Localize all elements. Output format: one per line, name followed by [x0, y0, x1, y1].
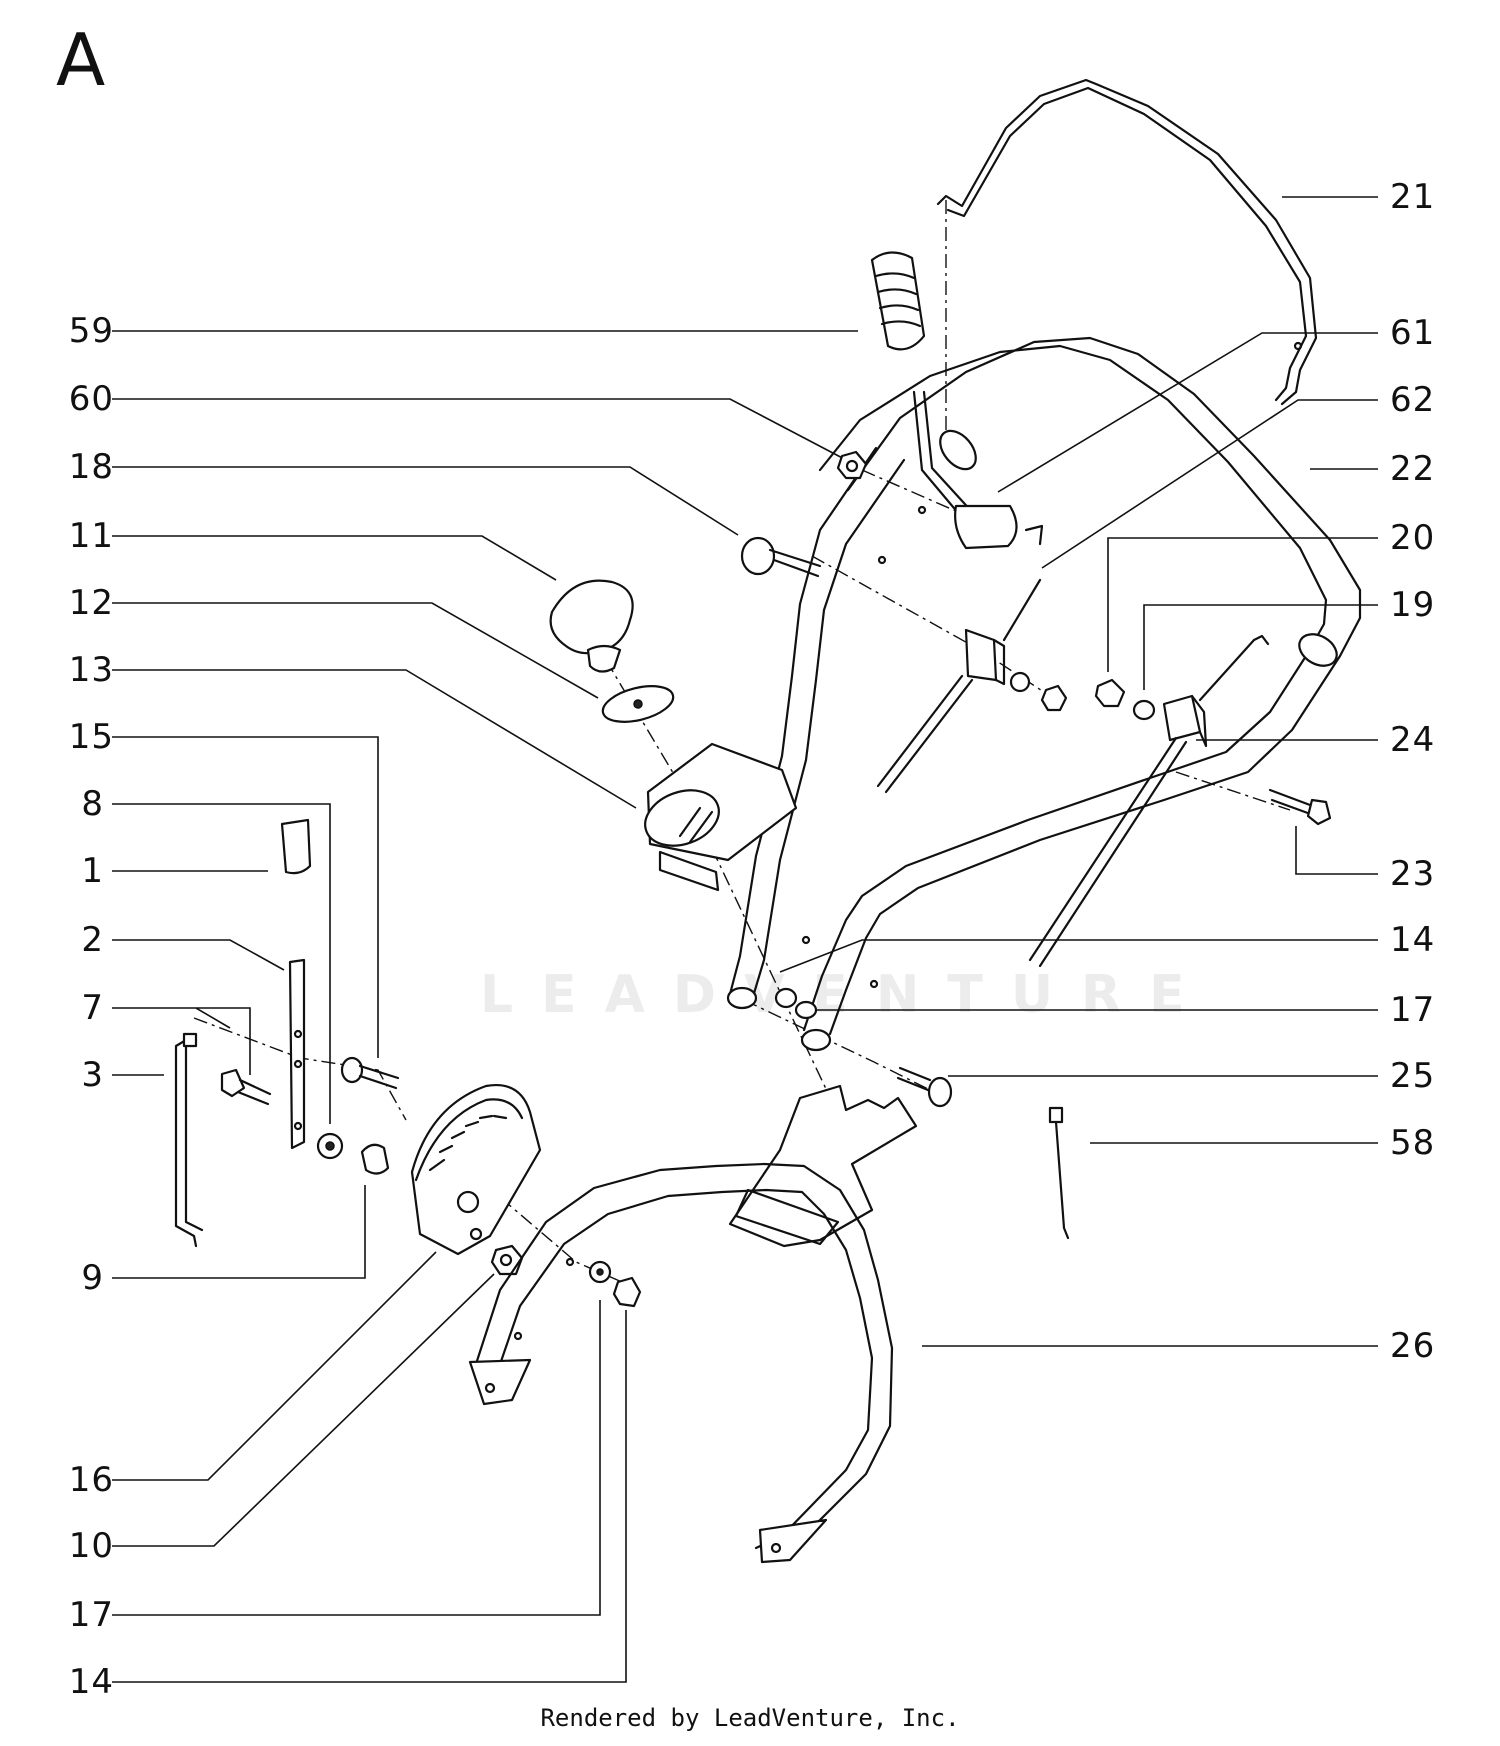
- part-20-19-24-23-hardware: [1028, 634, 1332, 968]
- leader-10: [112, 1273, 495, 1547]
- assembly-center-lines: [193, 200, 1291, 1283]
- part-60-nut: [836, 450, 868, 480]
- part-17-14-lower-hardware: [588, 1260, 642, 1308]
- callout-26: 26: [1390, 1326, 1436, 1366]
- callout-60: 60: [68, 379, 114, 419]
- callout-19: 19: [1390, 585, 1436, 625]
- callout-22: 22: [1390, 449, 1436, 489]
- callout-21: 21: [1390, 177, 1436, 217]
- callout-62: 62: [1390, 380, 1436, 420]
- leader-23: [1295, 826, 1378, 875]
- callout-2: 2: [81, 920, 104, 960]
- leader-9: [112, 1185, 366, 1279]
- callout-1: 1: [81, 851, 104, 891]
- callout-58: 58: [1390, 1123, 1436, 1163]
- part-2-lever: [288, 958, 306, 1150]
- callout-25: 25: [1390, 1056, 1436, 1096]
- callout-15: 15: [68, 717, 114, 757]
- callout-12: 12: [68, 583, 114, 623]
- part-16-shift-plate: [410, 1083, 542, 1256]
- leader-17-lower: [112, 1300, 601, 1616]
- part-15-screw: [340, 1056, 400, 1090]
- part-58-cable-tie: [1048, 1106, 1070, 1240]
- leader-19: [1143, 604, 1378, 690]
- callout-13: 13: [68, 650, 114, 690]
- callout-17-right: 17: [1390, 990, 1436, 1030]
- callout-16: 16: [68, 1460, 114, 1500]
- part-59-shift-lever: [870, 251, 1044, 550]
- callout-10: 10: [68, 1526, 114, 1566]
- leader-8: [112, 803, 331, 1124]
- leader-61: [997, 332, 1378, 493]
- callout-11: 11: [68, 516, 114, 556]
- leader-2: [112, 939, 285, 971]
- leader-16: [112, 1251, 437, 1481]
- callout-59: 59: [68, 311, 114, 351]
- leader-7: [112, 1007, 251, 1075]
- callout-9: 9: [81, 1258, 104, 1298]
- render-credit: Rendered by LeadVenture, Inc.: [540, 1704, 960, 1732]
- callout-61: 61: [1390, 313, 1436, 353]
- watermark: LEADVENTURE: [480, 965, 1213, 1025]
- part-13-bracket: [644, 742, 798, 892]
- callout-14-right: 14: [1390, 920, 1436, 960]
- callout-14-lower: 14: [68, 1662, 114, 1702]
- leader-14-lower: [112, 1310, 627, 1683]
- leader-18: [112, 466, 739, 536]
- part-3-rod: [174, 1032, 204, 1248]
- part-26-lower-handle: [468, 1084, 918, 1564]
- part-22-upper-handle: [726, 336, 1362, 1052]
- leader-11: [112, 535, 557, 581]
- callout-20: 20: [1390, 518, 1436, 558]
- callout-24: 24: [1390, 720, 1436, 760]
- leader-60: [112, 398, 851, 463]
- section-letter: A: [56, 18, 106, 102]
- part-8-washer-nut: [316, 1132, 390, 1175]
- part-10-nut: [490, 1244, 524, 1276]
- part-18-spring-pin: [740, 536, 822, 578]
- callout-17-lower: 17: [68, 1595, 114, 1635]
- leader-20: [1107, 537, 1378, 672]
- callout-8: 8: [81, 784, 104, 824]
- part-61-62-linkage: [876, 578, 1068, 794]
- callout-23: 23: [1390, 854, 1436, 894]
- part-17-14-25-hardware: [774, 987, 953, 1108]
- leader-lines-left: [112, 330, 858, 1683]
- part-12-washer: [601, 685, 675, 723]
- callout-18: 18: [68, 447, 114, 487]
- leader-15: [112, 736, 379, 1058]
- callout-7: 7: [81, 988, 104, 1028]
- part-21-control-bail: [936, 78, 1318, 406]
- callout-3: 3: [81, 1055, 104, 1095]
- leader-62: [1041, 399, 1378, 569]
- leader-13: [112, 669, 637, 809]
- leader-lines-right: [779, 196, 1378, 1347]
- part-11-knob: [549, 579, 634, 673]
- leader-12: [112, 602, 599, 699]
- part-7-bolt: [220, 1068, 272, 1106]
- leader-14-right: [779, 939, 1378, 973]
- part-1-grip: [280, 818, 312, 875]
